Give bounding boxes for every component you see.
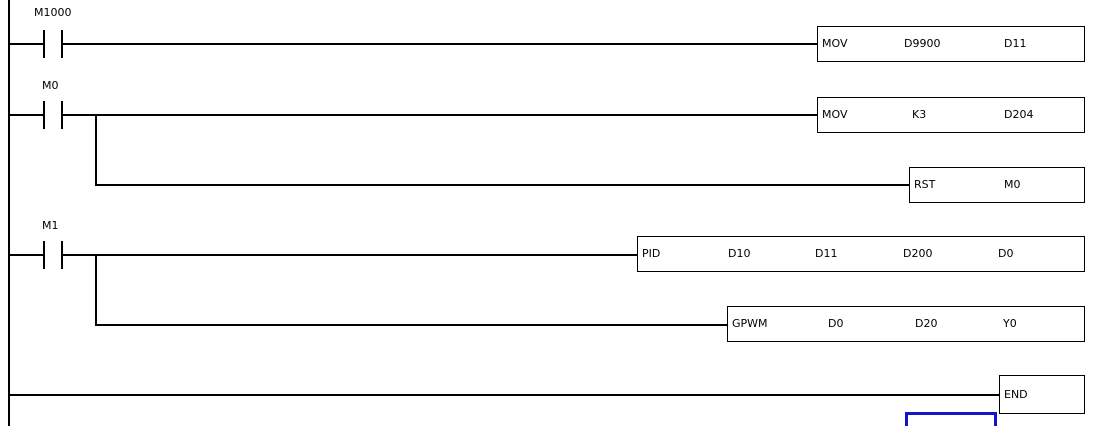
rung-3-branch-vertical (95, 254, 97, 325)
instruction-opcode: GPWM (732, 317, 768, 330)
selection-cursor[interactable] (905, 412, 997, 426)
rung-2-branch-wire (95, 184, 910, 186)
contact-bar-left (43, 30, 45, 58)
instruction-opcode: RST (914, 178, 936, 191)
rung-1-wire-right (61, 43, 818, 45)
contact-label-m0: M0 (42, 79, 59, 92)
instruction-operand-2: D204 (1004, 108, 1034, 121)
contact-bar-left (43, 241, 45, 269)
instruction-opcode: END (1004, 387, 1028, 401)
instruction-block-pid[interactable]: PID D10 D11 D200 D0 (637, 236, 1085, 272)
contact-m0[interactable] (43, 101, 63, 129)
contact-bar-left (43, 101, 45, 129)
instruction-opcode: MOV (822, 37, 848, 50)
contact-label-m1: M1 (42, 219, 59, 232)
instruction-operand-1: D9900 (904, 37, 941, 50)
instruction-block-mov-1[interactable]: MOV D9900 D11 (817, 26, 1085, 62)
instruction-block-gpwm[interactable]: GPWM D0 D20 Y0 (727, 306, 1085, 342)
instruction-operand-3: Y0 (1003, 317, 1017, 330)
instruction-operand-2: D11 (1004, 37, 1027, 50)
contact-label-m1000: M1000 (34, 6, 72, 19)
rung-3-branch-wire (95, 324, 728, 326)
instruction-operand-1: D0 (828, 317, 844, 330)
instruction-operand-1: K3 (912, 108, 927, 121)
contact-m1000[interactable] (43, 30, 63, 58)
left-power-rail (8, 0, 10, 426)
instruction-operand-1: D10 (728, 247, 751, 260)
rung-1-wire-left (8, 43, 43, 45)
rung-end-wire (8, 394, 1000, 396)
instruction-block-mov-2[interactable]: MOV K3 D204 (817, 97, 1085, 133)
instruction-operand-1: M0 (1004, 178, 1021, 191)
rung-2-wire-right (61, 114, 818, 116)
instruction-opcode: MOV (822, 108, 848, 121)
rung-2-branch-vertical (95, 114, 97, 185)
instruction-operand-3: D200 (903, 247, 933, 260)
rung-3-wire-right (61, 254, 638, 256)
instruction-block-end[interactable]: END (999, 375, 1085, 414)
instruction-operand-2: D20 (915, 317, 938, 330)
instruction-opcode: PID (642, 247, 661, 260)
contact-m1[interactable] (43, 241, 63, 269)
rung-2-wire-left (8, 114, 43, 116)
instruction-operand-4: D0 (998, 247, 1014, 260)
rung-3-wire-left (8, 254, 43, 256)
instruction-operand-2: D11 (815, 247, 838, 260)
instruction-block-rst[interactable]: RST M0 (909, 167, 1085, 203)
